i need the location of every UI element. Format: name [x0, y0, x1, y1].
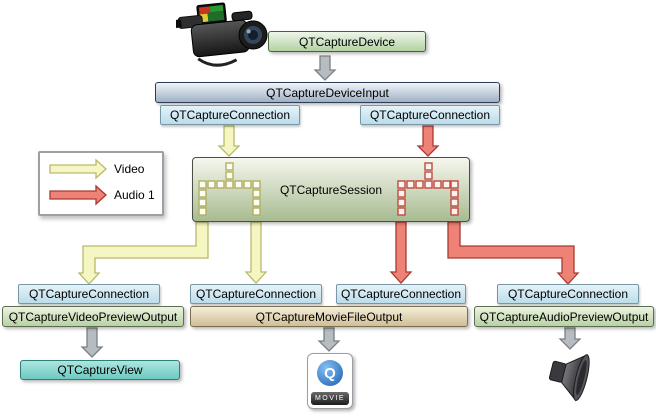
node-label: QTCaptureMovieFileOutput [255, 309, 403, 324]
node-connection-movie-video: QTCaptureConnection [190, 284, 322, 304]
node-label: QTCaptureDeviceInput [266, 85, 389, 100]
legend-audio-arrow [49, 184, 107, 206]
node-label: QTCaptureConnection [507, 287, 629, 301]
node-qtcapturemoviefileoutput: QTCaptureMovieFileOutput [190, 306, 468, 327]
node-qtcaptureview: QTCaptureView [20, 360, 180, 380]
node-qtcapturedevice: QTCaptureDevice [268, 31, 426, 52]
node-label: QTCaptureConnection [195, 287, 317, 301]
quicktime-q-logo: Q [317, 360, 343, 386]
movie-file-label: MOVIE [311, 392, 349, 405]
legend-video-label: Video [114, 162, 145, 176]
node-label: QTCaptureConnection [340, 287, 462, 301]
audio-arrow-connection-to-session [416, 125, 440, 157]
node-qtcapturedeviceinput: QTCaptureDeviceInput [155, 82, 500, 103]
node-label: QTCaptureSession [279, 182, 383, 197]
node-label: QTCaptureView [57, 363, 143, 377]
video-arrow-session-to-movie-connection [244, 221, 268, 284]
node-connection-video-preview: QTCaptureConnection [18, 284, 160, 304]
node-label: QTCaptureConnection [28, 287, 150, 301]
node-label: QTCaptureVideoPreviewOutput [8, 309, 178, 324]
node-connection-movie-audio: QTCaptureConnection [336, 284, 466, 304]
video-arrow-session-to-preview-connection [77, 221, 209, 285]
legend-video-arrow [49, 158, 107, 180]
legend: Video Audio 1 [38, 151, 164, 216]
node-connection-audio-in: QTCaptureConnection [360, 105, 500, 125]
node-connection-audio-preview: QTCaptureConnection [497, 284, 639, 304]
gray-arrow-device-to-input [313, 55, 337, 81]
camcorder-icon [176, 2, 268, 67]
session-routing-squares [198, 162, 459, 216]
node-qtcapturesession: QTCaptureSession [192, 157, 470, 222]
node-label: QTCaptureAudioPreviewOutput [479, 309, 649, 324]
gray-arrow-output-to-movie-icon [317, 327, 341, 352]
legend-arrows [49, 158, 107, 206]
node-label: QTCaptureDevice [298, 34, 396, 49]
camera-strap [197, 57, 238, 67]
node-label: QTCaptureConnection [369, 108, 491, 122]
legend-audio-label: Audio 1 [114, 188, 155, 202]
quicktime-movie-icon: Q MOVIE [307, 353, 353, 409]
audio-arrow-session-to-movie-connection [389, 221, 413, 284]
speaker-icon [548, 353, 590, 402]
video-arrow-connection-to-session [217, 125, 241, 157]
audio-arrow-session-to-preview-connection [447, 221, 580, 285]
gray-arrow-output-to-view [80, 327, 104, 358]
camera-mic [231, 10, 253, 22]
node-qtcapturevideopreviewoutput: QTCaptureVideoPreviewOutput [2, 306, 184, 327]
node-connection-video-in: QTCaptureConnection [160, 105, 300, 125]
node-qtcaptureaudiopreviewoutput: QTCaptureAudioPreviewOutput [474, 306, 654, 327]
node-label: QTCaptureConnection [169, 108, 291, 122]
